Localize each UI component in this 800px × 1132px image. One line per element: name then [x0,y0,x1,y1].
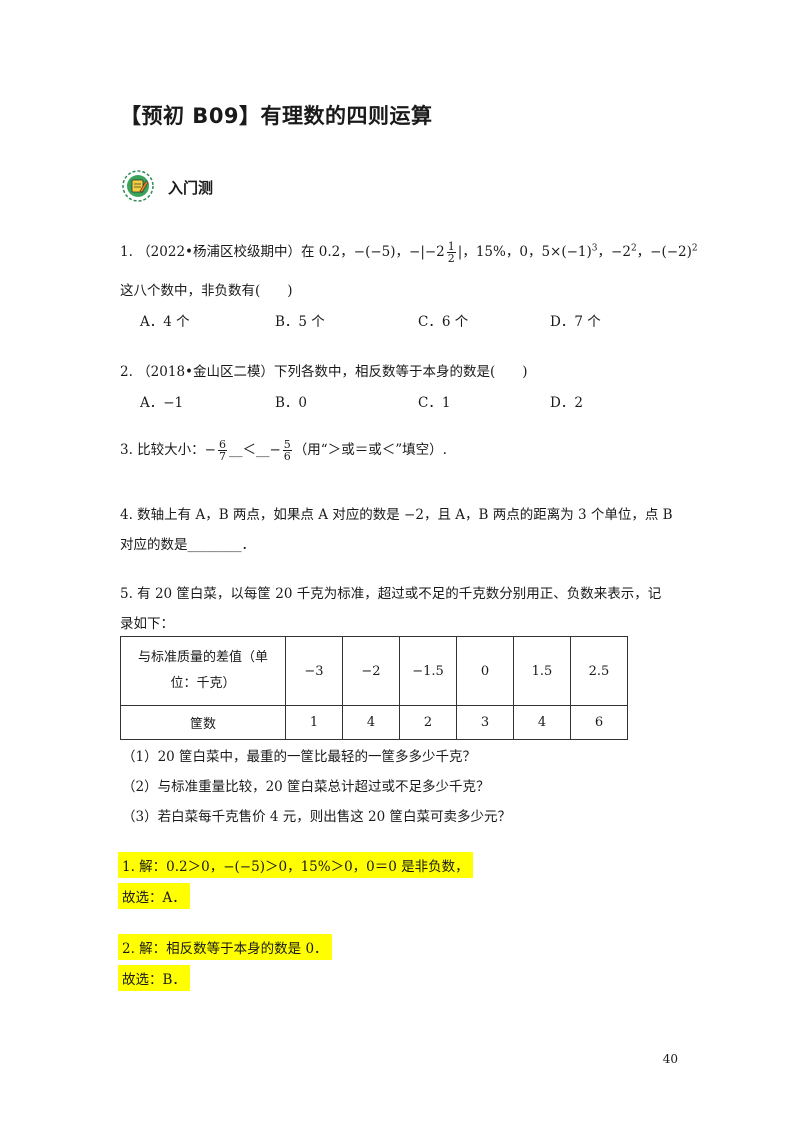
table-cell: 4 [513,705,571,740]
table-cell: −2 [342,636,400,706]
question-5-sub-3: （3）若白菜每千克售价 4 元，则出售这 20 筐白菜可卖多少元？ [122,809,512,825]
data-table: 与标准质量的差值（单位：千克） −3 −2 −1.5 0 1.5 2.5 筐数 … [120,636,628,740]
table-cell: 0 [456,636,514,706]
q1-option-b: B．5 个 [275,314,325,330]
table-cell: 1.5 [513,636,571,706]
section-label: 入门测 [168,179,214,197]
table-cell: −3 [285,636,343,706]
table-cell: −1.5 [399,636,457,706]
table-header-cell: 与标准质量的差值（单位：千克） [120,636,286,706]
table-row: 与标准质量的差值（单位：千克） −3 −2 −1.5 0 1.5 2.5 [120,636,628,706]
question-4-line-2: 对应的数是________． [120,537,255,553]
table-cell: 2.5 [570,636,628,706]
table-cell: 6 [570,705,628,740]
question-2: 2. （2018•金山区二模）下列各数中，相反数等于本身的数是( ) [120,364,528,380]
answer-2-line-1: 2. 解：相反数等于本身的数是 0． [118,934,332,960]
page-number: 40 [662,1052,678,1066]
q2-option-c: C．1 [418,395,451,411]
q2-option-d: D．2 [550,395,583,411]
table-cell: 3 [456,705,514,740]
question-5-sub-1: （1）20 筐白菜中，最重的一筐比最轻的一筐多多少千克？ [122,749,477,765]
question-4-line-1: 4. 数轴上有 A，B 两点，如果点 A 对应的数是 −2，且 A，B 两点的距… [120,507,673,523]
table-row: 筐数 1 4 2 3 4 6 [120,705,628,740]
table-cell: 1 [285,705,343,740]
question-5-sub-2: （2）与标准重量比较，20 筐白菜总计超过或不足多少千克？ [122,779,490,795]
q1-option-a: A．4 个 [140,314,190,330]
page-title: 【预初 B09】有理数的四则运算 [120,104,433,128]
pencil-note-icon [122,170,154,202]
table-header-cell: 筐数 [120,705,286,740]
question-5-line-1: 5. 有 20 筐白菜，以每筐 20 千克为标准，超过或不足的千克数分别用正、负… [120,586,662,602]
answer-1-line-1: 1. 解：0.2＞0，−(−5)＞0，15%＞0，0＝0 是非负数， [118,852,473,878]
q2-option-a: A．−1 [140,395,184,411]
q2-option-b: B．0 [275,395,308,411]
table-cell: 4 [342,705,400,740]
answer-2-line-2: 故选：B． [118,965,190,991]
table-cell: 2 [399,705,457,740]
q1-option-d: D．7 个 [550,314,601,330]
question-5-line-2: 录如下： [120,616,174,632]
question-1-line-2: 这八个数中，非负数有( ) [120,283,293,299]
q1-option-c: C．6 个 [418,314,469,330]
answer-1-line-2: 故选：A． [118,883,190,909]
